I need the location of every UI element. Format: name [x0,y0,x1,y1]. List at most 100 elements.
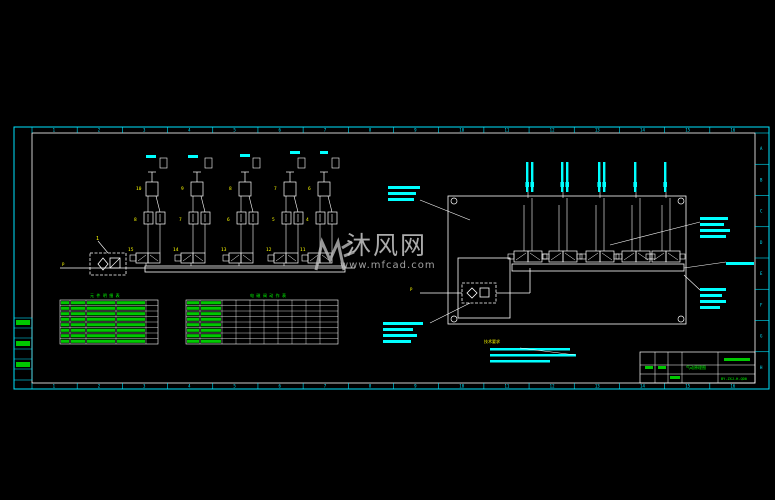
notes-heading: 技术要求 [484,338,500,344]
table-cell [71,312,85,316]
outlet-fitting [633,182,637,187]
actuator-number: 9 [181,186,184,192]
watermark-url: www.mfcad.com [340,260,436,271]
zone-label-bottom: 14 [640,384,645,389]
table-cell [87,301,115,305]
zone-label-top: 15 [685,128,690,133]
zone-label-bottom: 11 [504,384,509,389]
zone-label-bottom: 4 [188,384,191,389]
zone-label-bottom: 2 [98,384,101,389]
right-frl-box [457,257,511,319]
right-component-table: 电 磁 阀 动 作 表 [185,292,339,345]
zone-label-right: G [760,334,763,339]
table-cell [61,301,69,305]
table-cell [201,334,221,338]
mf-logo-icon [314,237,355,271]
zone-label-bottom: 15 [685,384,690,389]
zone-label-right: D [760,240,763,245]
zone-label-bottom: 9 [414,384,417,389]
cylinder [145,181,159,197]
table-cell [187,339,199,343]
zone-label-top: 13 [595,128,600,133]
drawing-title: 气动原理图 [686,364,706,370]
actuator-number: 6 [227,217,230,223]
svg-text:电 磁 阀 动 作 表: 电 磁 阀 动 作 表 [250,292,286,298]
table-cell [71,306,85,310]
actuator-number: 8 [229,186,232,192]
sensor [159,157,168,169]
valve-number: 12 [266,247,272,253]
flow-control [248,211,259,225]
outlet-fitting [531,162,534,192]
zone-label-top: 2 [98,128,101,133]
sensor [252,157,261,169]
table-cell [117,334,145,338]
title-block: 气动原理图 BY-ZXJ-H-QD0 [639,351,756,384]
left-component-table: 元 件 明 细 表 [59,292,159,345]
table-cell [117,323,145,327]
table-cell [117,301,145,305]
table-cell [71,301,85,305]
svg-text:元 件 明 细 表: 元 件 明 细 表 [90,292,120,298]
revision-block [13,317,33,381]
table-cell [61,317,69,321]
svg-text:P: P [410,287,413,292]
zone-label-top: 11 [504,128,509,133]
actuator-number: 5 [272,217,275,223]
table-cell [61,306,69,310]
table-cell [61,323,69,327]
flow-control [281,211,292,225]
zone-label-top: 5 [233,128,236,133]
outlet-fitting [634,162,637,192]
outlet-fitting [530,182,534,187]
valve-number: 14 [173,247,179,253]
zone-label-right: H [760,365,763,370]
outlet-fitting [597,182,601,187]
table-cell [187,328,199,332]
outlet-fitting [663,182,667,187]
outlet-fitting [602,182,606,187]
table-cell [87,312,115,316]
zone-label-top: 8 [369,128,372,133]
zone-label-bottom: 3 [143,384,146,389]
outlet-fitting [565,182,569,187]
right-pneumatic-circuit: P 技 [383,162,754,363]
table-cell [117,312,145,316]
zone-label-bottom: 1 [53,384,56,389]
actuator-number: 7 [274,186,277,192]
outlet-fitting [561,162,564,192]
zone-label-bottom: 12 [550,384,555,389]
zone-label-bottom: 13 [595,384,600,389]
svg-text:P: P [62,262,65,267]
zone-label-bottom: 5 [233,384,236,389]
table-cell [201,312,221,316]
zone-label-bottom: 10 [459,384,464,389]
table-cell [61,328,69,332]
table-cell [61,334,69,338]
zone-label-top: 6 [279,128,282,133]
valve-body [192,252,206,264]
flow-control [315,211,326,225]
zone-label-right: F [760,302,763,307]
machine-panel [447,195,687,325]
flow-control [200,211,211,225]
zone-label-bottom: 7 [324,384,327,389]
cylinder [283,181,297,197]
zone-label-top: 1 [53,128,56,133]
cylinder [317,181,331,197]
actuator-number: 6 [308,186,311,192]
table-cell [187,312,199,316]
outlet-fitting [603,162,606,192]
actuator-number: 4 [306,217,309,223]
frl-unit: 1 [89,236,127,276]
valve-body [285,252,299,264]
valve-number: 13 [221,247,227,253]
zone-label-right: C [760,209,763,214]
table-cell [87,306,115,310]
valve-body [240,252,254,264]
zone-label-top: 3 [143,128,146,133]
